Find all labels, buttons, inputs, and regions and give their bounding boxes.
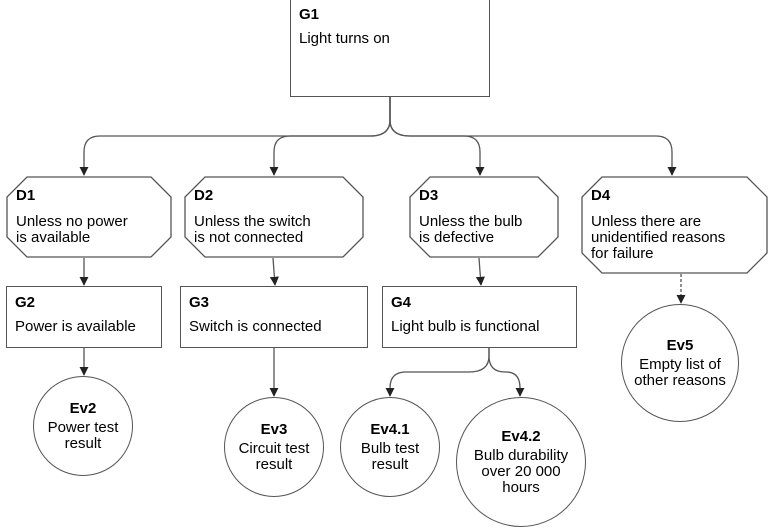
evidence-text: Power test result (47, 418, 119, 452)
defeater-node-d1: D1 Unless no power is available (6, 176, 172, 258)
goal-id: G4 (391, 294, 412, 311)
goal-node-g2: G2 Power is available (6, 286, 162, 348)
evidence-id: Ev3 (260, 420, 288, 438)
defeater-node-d3: D3 Unless the bulb is defective (409, 176, 559, 258)
edge-g1-d4 (389, 97, 677, 176)
evidence-id: Ev5 (666, 336, 694, 354)
evidence-text: Bulb test result (360, 439, 420, 473)
defeater-text: Unless there are unidentified reasons fo… (591, 213, 726, 262)
goal-text: Switch is connected (189, 318, 322, 335)
evidence-node-ev5: Ev5 Empty list of other reasons (621, 304, 739, 422)
evidence-text: Empty list of other reasons (634, 355, 726, 389)
edge-g1-d2 (269, 97, 391, 176)
goal-id: G1 (299, 6, 320, 23)
octagon-shape (581, 176, 768, 274)
goal-node-g1: G1 Light turns on (290, 0, 490, 97)
defeater-node-d2: D2 Unless the switch is not connected (184, 176, 364, 258)
defeater-id: D1 (16, 187, 36, 204)
evidence-id: Ev2 (69, 399, 97, 417)
defeater-node-d4: D4 Unless there are unidentified reasons… (581, 176, 768, 274)
defeater-id: D2 (194, 187, 214, 204)
evidence-node-ev4-1: Ev4.1 Bulb test result (340, 397, 440, 497)
evidence-id: Ev4.1 (370, 420, 410, 438)
defeater-id: D3 (419, 187, 439, 204)
goal-node-g3: G3 Switch is connected (180, 286, 368, 348)
evidence-node-ev3: Ev3 Circuit test result (224, 397, 324, 497)
goal-text: Power is available (15, 318, 136, 335)
evidence-id: Ev4.2 (501, 427, 541, 445)
goal-id: G2 (15, 294, 36, 311)
goal-text: Light bulb is functional (391, 318, 540, 335)
defeater-text: Unless the bulb is defective (419, 213, 523, 246)
evidence-text: Bulb durability over 20 000 hours (473, 446, 569, 496)
defeater-text: Unless the switch is not connected (194, 213, 311, 246)
goal-node-g4: G4 Light bulb is functional (382, 286, 577, 348)
edge-d2-g3 (269, 257, 279, 286)
evidence-text: Circuit test result (238, 439, 310, 473)
edge-g4-ev4-2 (488, 348, 525, 397)
octagon-shape (184, 176, 364, 258)
goal-text: Light turns on (299, 30, 390, 47)
octagon-shape (6, 176, 172, 258)
evidence-node-ev2: Ev2 Power test result (33, 376, 133, 476)
defeater-id: D4 (591, 187, 611, 204)
evidence-node-ev4-2: Ev4.2 Bulb durability over 20 000 hours (456, 397, 586, 527)
goal-id: G3 (189, 294, 210, 311)
octagon-shape (409, 176, 559, 258)
defeater-text: Unless no power is available (16, 213, 128, 246)
edge-g4-ev4-1 (385, 348, 490, 397)
edge-d3-g4 (475, 257, 485, 286)
